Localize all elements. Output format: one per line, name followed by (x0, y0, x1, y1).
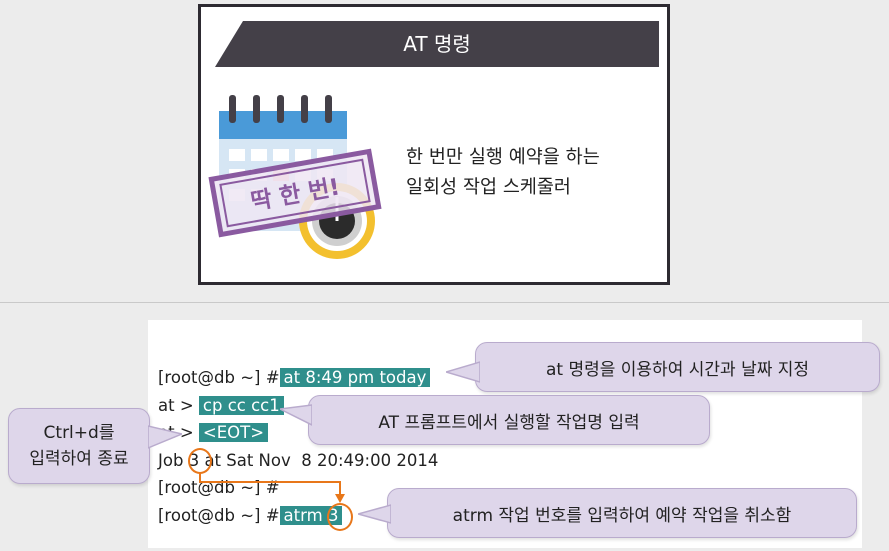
callout-tail (148, 425, 182, 449)
eot-text: <EOT> (198, 423, 269, 442)
at-prompt: at > (158, 396, 194, 415)
card-title: AT 명령 (403, 32, 471, 56)
card-title-banner: AT 명령 (215, 21, 659, 67)
at-command-text: at 8:49 pm today (279, 368, 431, 387)
callout-at-prompt: AT 프롬프트에서 실행할 작업명 입력 (308, 395, 710, 445)
job-command-text: cp cc cc1 (198, 396, 284, 415)
shell-prompt: [root@db ~] # (158, 368, 280, 387)
calendar-clock-stamp-illustration: 딱 한 번! (208, 95, 382, 259)
terminal-line-2: at > cp cc cc1 (158, 395, 284, 417)
callout-tail (280, 404, 312, 426)
callout-atrm: atrm 작업 번호를 입력하여 예약 작업을 취소함 (387, 488, 857, 538)
card-desc-line2: 일회성 작업 스케줄러 (406, 177, 571, 198)
terminal-line-3: at > <EOT> (158, 422, 269, 444)
callout-tail (446, 361, 480, 383)
section-divider (0, 302, 889, 303)
callout-tail (358, 504, 391, 524)
callout-at-command: at 명령을 이용하여 시간과 날짜 지정 (475, 342, 880, 392)
terminal-line-6: [root@db ~] #atrm 3 (158, 505, 343, 527)
stamp-icon: 딱 한 번! (208, 148, 382, 238)
atrm-number-circle (327, 503, 353, 531)
at-command-card: AT 명령 (198, 4, 670, 285)
card-desc-line1: 한 번만 실행 예약을 하는 (406, 147, 600, 168)
card-description: 한 번만 실행 예약을 하는 일회성 작업 스케줄러 (406, 143, 666, 203)
shell-prompt: [root@db ~] # (158, 506, 280, 525)
job-label: Job (158, 451, 184, 470)
job-schedule-text: at Sat Nov 8 20:49:00 2014 (204, 451, 439, 470)
terminal-line-1: [root@db ~] #at 8:49 pm today (158, 367, 431, 389)
callout-ctrl-d: Ctrl+d를 입력하여 종료 (8, 408, 150, 484)
connector-arrow (199, 472, 345, 503)
terminal-line-4: Job 3 at Sat Nov 8 20:49:00 2014 (158, 450, 438, 472)
